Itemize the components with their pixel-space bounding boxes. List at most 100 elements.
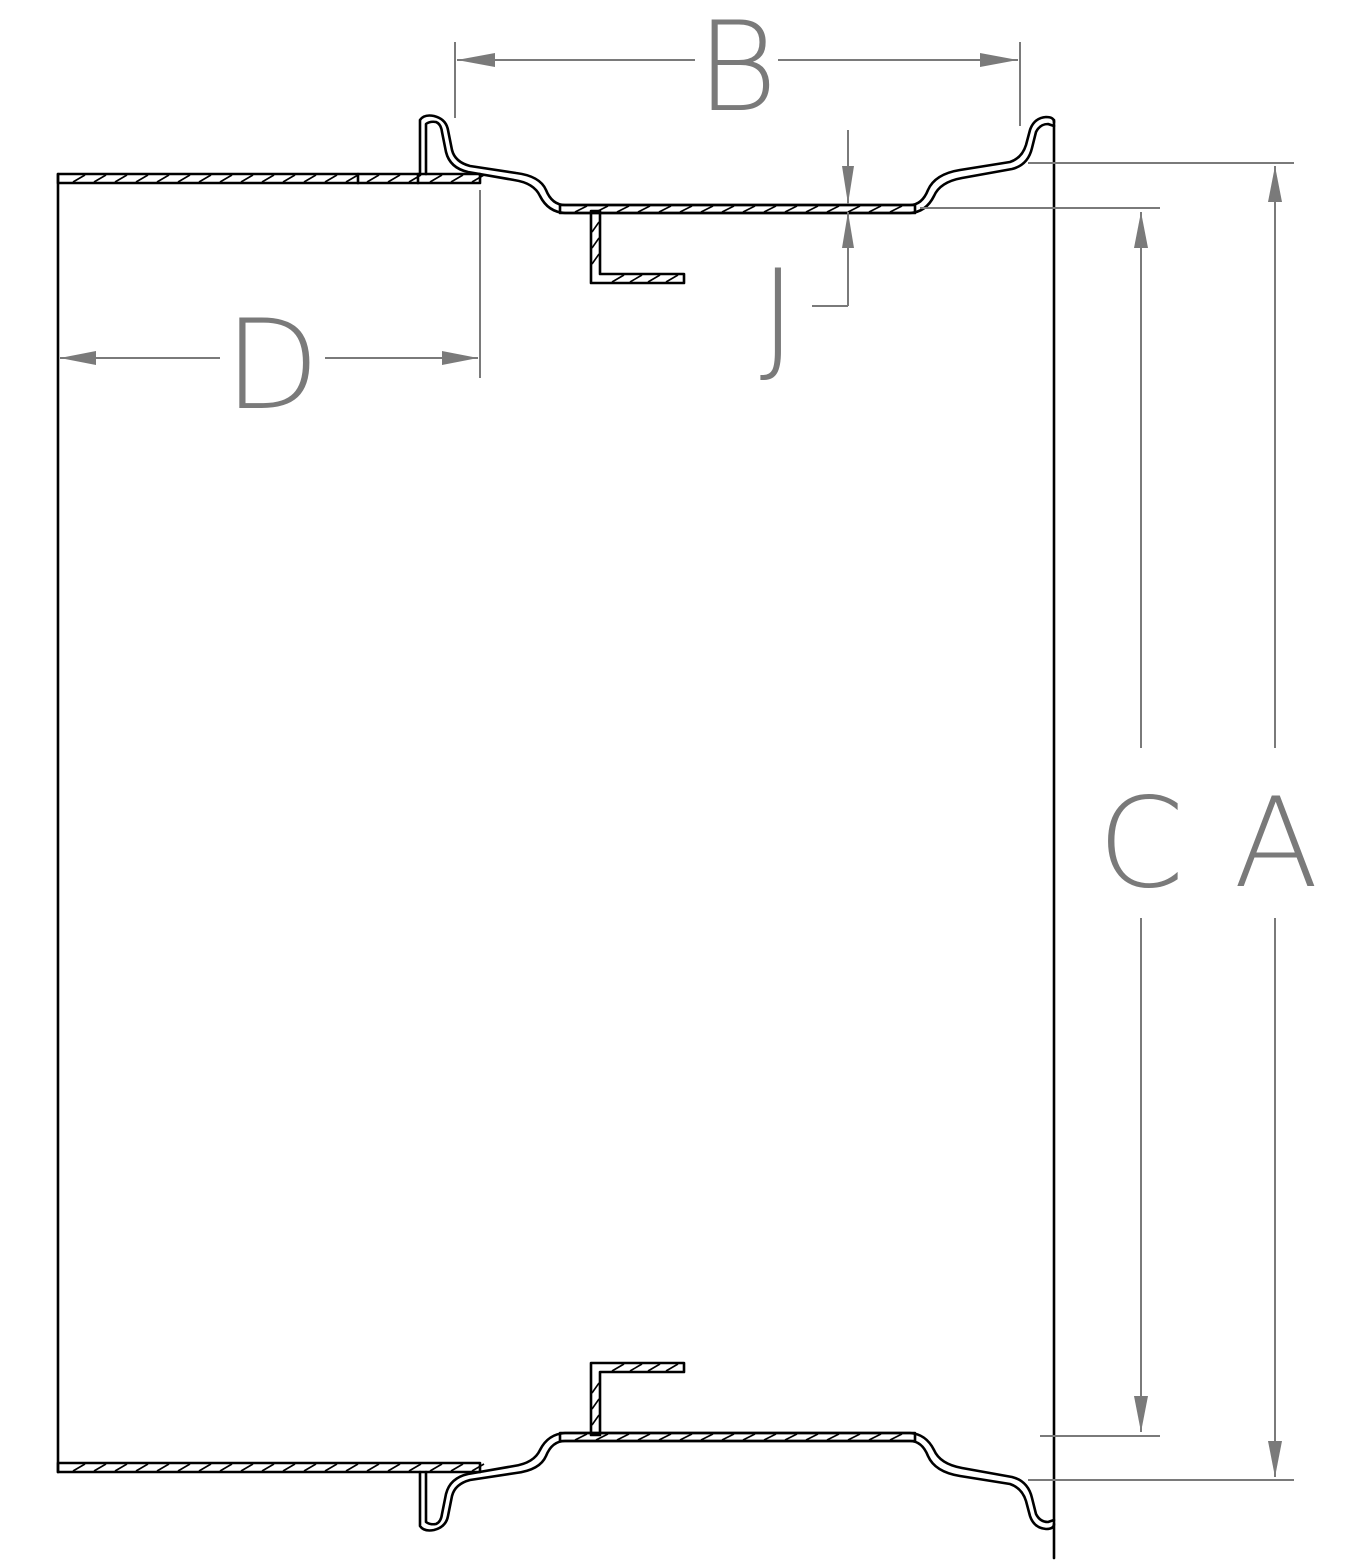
hatch-line (826, 1433, 840, 1441)
dimension-a-label: A (1234, 772, 1319, 916)
hatch-line (591, 237, 600, 249)
hatch-line (198, 174, 212, 183)
dimension-j-label: J (760, 244, 797, 388)
hatch-line (135, 1463, 149, 1472)
bottom-left-flange (418, 1431, 1056, 1532)
top-tube (56, 172, 485, 185)
dimension-c-bottom-arrow (1134, 1396, 1148, 1432)
hatch-line (408, 1463, 422, 1472)
hatch-line (868, 205, 882, 213)
hatch-line (595, 1433, 609, 1441)
dimension-a-bottom-arrow (1268, 1441, 1282, 1477)
hatch-line (114, 1463, 128, 1472)
hatch-line (721, 1433, 735, 1441)
hatch-line (261, 1463, 275, 1472)
bottom-drop-well (558, 1431, 917, 1443)
hatch-line (629, 1363, 643, 1372)
hatch-line (665, 274, 679, 283)
hatch-line (847, 1433, 861, 1441)
bottom-tube (56, 1461, 485, 1474)
hatch-line (471, 1463, 485, 1472)
hatch-line (366, 1463, 380, 1472)
hatch-line (450, 174, 464, 183)
hatch-line (303, 174, 317, 183)
hatch-line (282, 174, 296, 183)
hatch-line (93, 1463, 107, 1472)
hatch-line (763, 205, 777, 213)
hatch-line (114, 174, 128, 183)
hatch-line (637, 1433, 651, 1441)
hatch-line (611, 274, 625, 283)
hatch-line (700, 205, 714, 213)
dimension-c: C (1040, 212, 1185, 1437)
hatch-line (591, 221, 600, 233)
hatch-line (658, 1433, 672, 1441)
hatch-line (679, 1433, 693, 1441)
hatch-line (135, 174, 149, 183)
hatch-line (763, 1433, 777, 1441)
hatch-line (637, 205, 651, 213)
hatch-line (177, 1463, 191, 1472)
hatch-line (591, 1382, 600, 1394)
bottom-l-bracket (589, 1361, 686, 1437)
rim-section (56, 114, 1056, 1560)
hatch-line (616, 1433, 630, 1441)
hatch-line (591, 253, 600, 265)
hatch-line (198, 1463, 212, 1472)
hatch-line (574, 205, 588, 213)
hatch-line (847, 205, 861, 213)
hatch-line (889, 205, 903, 213)
dimension-b-right-arrow (980, 53, 1018, 67)
dimension-j: J (760, 130, 1160, 388)
hatch-line (72, 174, 86, 183)
dimension-j-top-arrow (842, 166, 854, 204)
top-drop-well (558, 203, 917, 215)
hatch-line (345, 174, 359, 183)
hatch-line (366, 174, 380, 183)
hatch-line (805, 205, 819, 213)
hatch-line (889, 1433, 903, 1441)
hatch-line (616, 205, 630, 213)
hatch-line (345, 1463, 359, 1472)
hatch-line (324, 174, 338, 183)
dimension-a-top-arrow (1268, 166, 1282, 202)
hatch-line (282, 1463, 296, 1472)
hatch-line (387, 174, 401, 183)
hatch-line (219, 1463, 233, 1472)
hatch-line (261, 174, 275, 183)
hatch-line (647, 1363, 661, 1372)
hatch-line (742, 205, 756, 213)
top-tube-hatch (72, 174, 485, 183)
dimension-d-right-arrow (442, 351, 478, 365)
hatch-line (574, 1433, 588, 1441)
hatch-line (177, 174, 191, 183)
dimension-b-label: B (696, 0, 777, 140)
dimension-c-label: C (1098, 772, 1185, 916)
hatch-line (219, 174, 233, 183)
hatch-line (826, 205, 840, 213)
hatch-line (868, 1433, 882, 1441)
dimension-b-left-arrow (457, 53, 495, 67)
hatch-line (429, 174, 443, 183)
hatch-line (784, 1433, 798, 1441)
dimension-d-label: D (224, 294, 319, 438)
dimension-a: A (1028, 162, 1319, 1481)
hatch-line (665, 1363, 679, 1372)
hatch-line (591, 1414, 600, 1426)
hatch-line (742, 1433, 756, 1441)
hatch-line (429, 1463, 443, 1472)
hatch-line (240, 174, 254, 183)
hatch-line (591, 1398, 600, 1410)
hatch-line (72, 1463, 86, 1472)
dimension-b: B (454, 0, 1021, 140)
dimension-j-bottom-arrow (842, 212, 854, 248)
hatch-line (156, 174, 170, 183)
dimension-c-top-arrow (1134, 212, 1148, 248)
hatch-line (679, 205, 693, 213)
hatch-line (658, 205, 672, 213)
hatch-line (784, 205, 798, 213)
hatch-line (700, 1433, 714, 1441)
hatch-line (324, 1463, 338, 1472)
hatch-line (303, 1463, 317, 1472)
